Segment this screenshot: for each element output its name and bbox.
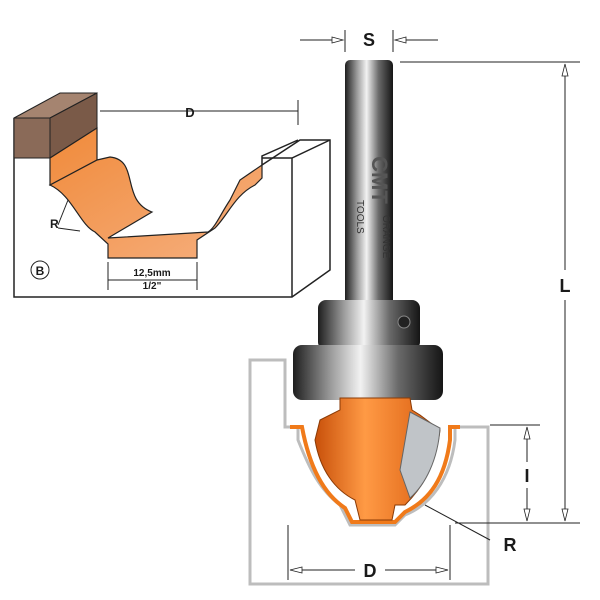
carbide-tip [399,411,441,499]
dimension-lines: S L I R D [287,30,580,581]
width-imperial-label: 1/2" [143,281,162,292]
collar [318,300,420,350]
radius-label: R [504,535,517,555]
shank-diameter-label: S [363,30,375,50]
bearing [293,345,443,400]
inset-radius-label: R [50,217,59,231]
brand-logo: CMT [367,156,392,204]
shank [345,60,393,305]
workpiece-outline [248,358,490,586]
height-label: I [524,466,529,486]
wood-block-front [13,117,51,159]
inset-diameter-label: D [185,105,194,120]
diameter-label: D [364,561,377,581]
shank-text-orange: ORANGE [380,215,391,259]
length-label: L [560,276,571,296]
profile-badge [30,260,50,280]
cut-path [290,425,460,524]
cut-profile [48,126,263,259]
shank-text-tools: TOOLS [354,200,365,234]
profile-badge-text: B [36,264,45,278]
inset-profile-drawing: D R B 12,5mm 1/2" [13,92,331,298]
router-bit: CMT ORANGE TOOLS [293,60,443,521]
set-screw [397,315,411,329]
width-metric-label: 12,5mm [133,268,170,279]
